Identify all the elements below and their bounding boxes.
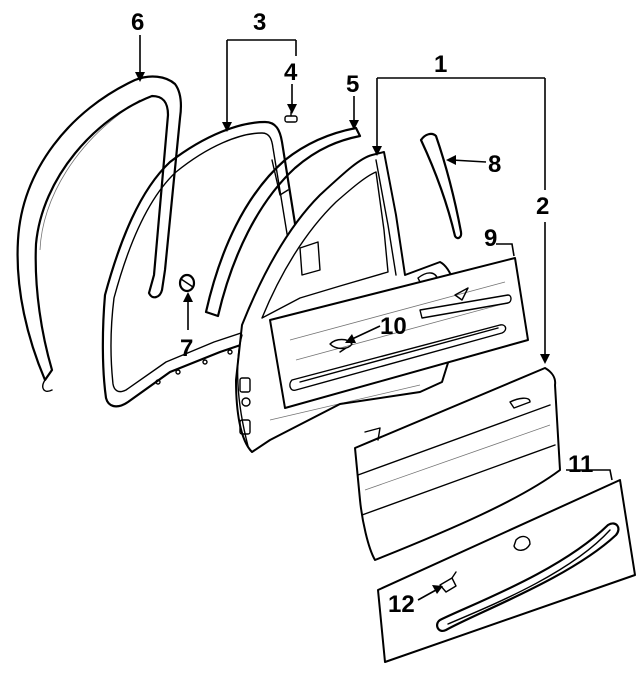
part-9-door-trim-panel [269,257,529,409]
callout-9: 9 [484,225,497,252]
part-12-clip [439,571,457,593]
leader-lines [135,35,613,601]
part-5-sash-trim [204,126,362,318]
callout-3: 3 [253,9,266,36]
callout-8: 8 [488,151,501,178]
part-2-door-skin [354,367,561,561]
part-11-molding-board [377,479,636,663]
callout-12: 12 [388,591,415,618]
part-4-screw [284,111,298,123]
callout-6: 6 [131,9,144,36]
callout-11: 11 [568,451,593,478]
callout-10: 10 [380,313,407,340]
callout-5: 5 [346,71,359,98]
part-10-pull-handle [329,338,353,353]
callout-1: 1 [434,51,447,78]
callout-4: 4 [284,59,298,86]
part-7-clip [178,273,196,293]
callout-7: 7 [180,335,193,362]
part-8-window-molding [419,132,463,240]
part-6-outer-weatherstrip [16,75,183,392]
callout-2: 2 [536,193,549,220]
part-3-door-weatherstrip [101,120,314,408]
